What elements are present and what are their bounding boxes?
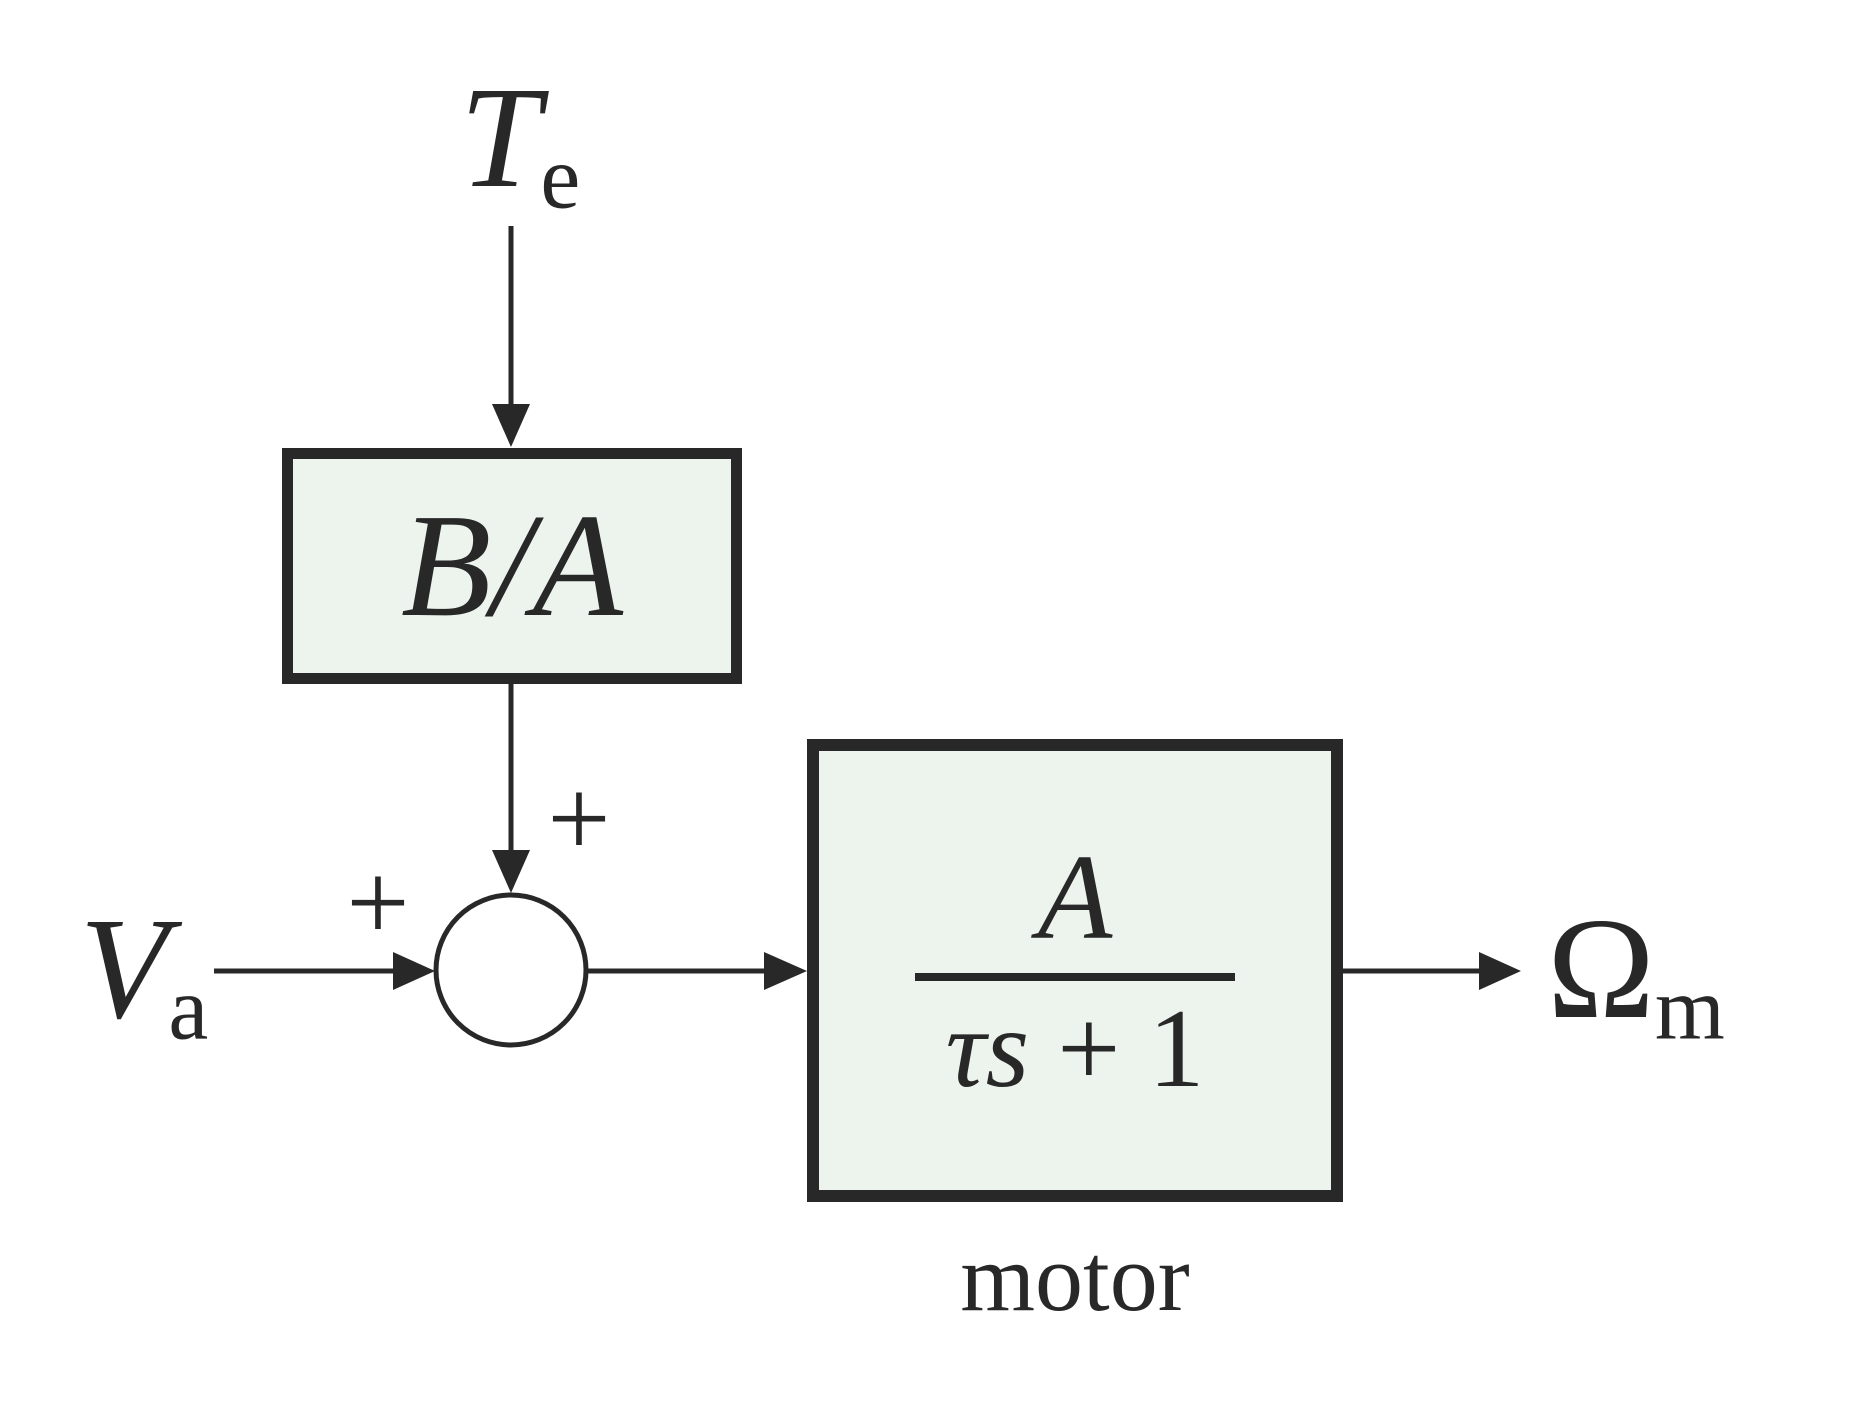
- voltage-symbol: V: [79, 888, 169, 1049]
- torque-symbol: T: [459, 58, 541, 219]
- motor-transfer-function: A τs + 1: [915, 829, 1235, 1105]
- torque-input-label: Te: [340, 40, 700, 250]
- sum-sign-left: +: [346, 841, 410, 965]
- fraction-bar: [915, 972, 1235, 981]
- sum-to-motor-arrowhead-icon: [764, 952, 807, 990]
- omega-subscript: m: [1654, 959, 1725, 1059]
- motor-block: A τs + 1: [807, 739, 1343, 1202]
- omega-symbol: Ω: [1547, 888, 1655, 1049]
- speed-output-text: Ωm: [1547, 896, 1725, 1054]
- voltage-input-label: Va: [14, 878, 274, 1073]
- ba-to-sum-arrowhead-icon: [492, 850, 530, 893]
- ba-block-label: B/A: [401, 484, 623, 648]
- te-arrowhead-icon: [492, 404, 530, 447]
- summing-junction: [433, 892, 589, 1048]
- va-arrowhead-icon: [393, 952, 435, 990]
- motor-output-arrowhead-icon: [1479, 952, 1521, 990]
- torque-subscript: e: [540, 128, 581, 228]
- transfer-numerator: A: [1037, 829, 1113, 965]
- transfer-denominator: τs + 1: [946, 993, 1205, 1105]
- voltage-input-text: Va: [80, 896, 208, 1054]
- sum-sign-top: +: [547, 757, 611, 881]
- denominator-tau-s: τs: [945, 986, 1030, 1111]
- motor-caption: motor: [960, 1224, 1190, 1331]
- denominator-plus-one: + 1: [1029, 986, 1205, 1111]
- voltage-subscript: a: [168, 959, 209, 1059]
- speed-output-label: Ωm: [1496, 878, 1776, 1073]
- torque-input-text: Te: [460, 66, 581, 224]
- ba-block: B/A: [282, 448, 742, 684]
